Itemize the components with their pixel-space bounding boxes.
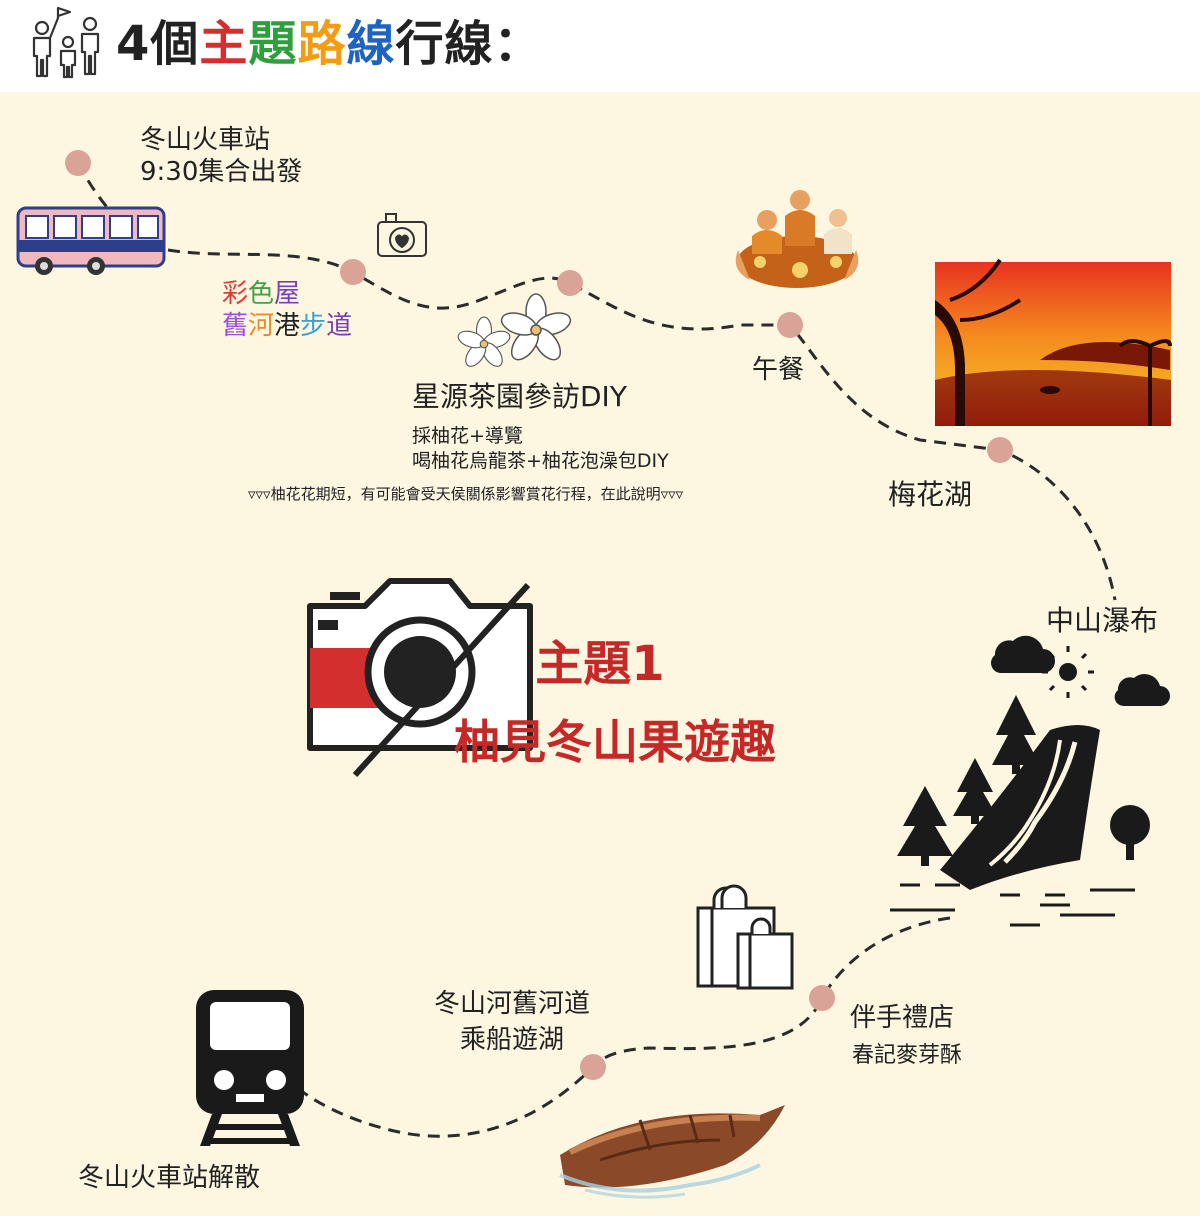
start-time: 9:30集合出發 (140, 157, 303, 187)
page-title: 4個主題路線行線： (116, 14, 542, 74)
gift-shop-product: 春記麥芽酥 (852, 1043, 963, 1068)
rainbow-house-line2: 舊河港步道 (222, 310, 352, 342)
plum-lake-label: 梅花湖 (888, 478, 973, 511)
rainbow-house-label: 彩色屋 舊河港步道 (222, 278, 352, 342)
rainbow-house-line1: 彩色屋 (222, 278, 352, 310)
gift-shop-name: 伴手禮店 (850, 1003, 955, 1033)
route-node-start (65, 150, 91, 176)
bus-icon (16, 206, 166, 275)
theme-number: 主題1 (535, 636, 665, 692)
hikers-flag-icon (32, 6, 100, 79)
boat-icon (559, 1105, 785, 1199)
title-part: 行線： (395, 16, 543, 72)
colored-char: 舊 (222, 311, 249, 341)
old-river-name: 冬山河舊河道 (433, 989, 590, 1019)
lunch-label: 午餐 (752, 355, 805, 385)
sunset-lake-image (935, 258, 1172, 426)
title-part: 4個 (116, 16, 200, 72)
route-node-old-river (580, 1054, 606, 1080)
end-station-label: 冬山火車站解散 (78, 1163, 261, 1193)
flower-season-note: ▿▿▿柚花花期短，有可能會受天侯關係影響賞花行程，在此說明▿▿▿ (248, 485, 684, 503)
train-icon (196, 990, 304, 1146)
route-node-tea-garden (557, 270, 583, 296)
route-path-lower (299, 916, 951, 1138)
route-node-lunch (777, 312, 803, 338)
colored-char: 屋 (274, 279, 301, 309)
colored-char: 步 (300, 311, 327, 341)
title-part: 主 (199, 16, 249, 72)
old-river-label: 冬山河舊河道 乘船遊湖 (422, 988, 602, 1056)
tea-garden-title: 星源茶園參訪DIY (412, 380, 627, 413)
page-header: 4個主題路線行線： (0, 0, 1200, 92)
dining-people-icon (735, 190, 859, 288)
colored-char: 彩 (222, 279, 249, 309)
flower-icon (457, 293, 572, 367)
colored-char: 港 (274, 311, 301, 341)
waterfall-landscape-icon (890, 635, 1170, 927)
route-node-rainbow-house (340, 259, 366, 285)
camera-heart-icon (377, 213, 427, 257)
colored-char: 道 (326, 311, 353, 341)
tea-garden-detail-1: 採柚花+導覽 (412, 425, 523, 447)
route-node-gift-shop (809, 985, 835, 1011)
theme-title: 柚見冬山果遊趣 (454, 715, 776, 769)
waterfall-label: 中山瀑布 (1046, 604, 1159, 637)
colored-char: 河 (248, 311, 275, 341)
shopping-bags-icon (696, 884, 794, 990)
start-station-name: 冬山火車站 (140, 125, 271, 155)
title-part: 線 (346, 16, 396, 72)
tea-garden-detail-2: 喝柚花烏龍茶+柚花泡澡包DIY (412, 450, 669, 472)
colored-char: 色 (248, 279, 275, 309)
route-node-plum-lake (987, 437, 1013, 463)
boat-tour: 乘船遊湖 (459, 1025, 564, 1055)
title-part: 路 (297, 16, 347, 72)
camera-theme-icon (307, 578, 533, 778)
start-station-label: 冬山火車站 9:30集合出發 (140, 124, 302, 188)
title-part: 題 (248, 16, 298, 72)
